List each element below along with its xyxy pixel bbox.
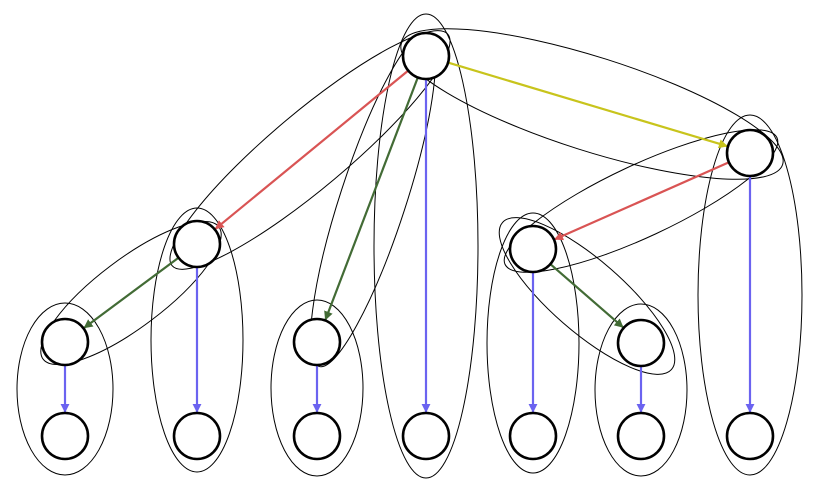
node-bottom-5 <box>508 411 558 461</box>
group-ellipses <box>16 13 803 479</box>
node-root <box>401 31 451 81</box>
group-ellipse-rightmid-bottom5 <box>486 212 580 474</box>
node-left-mid <box>172 219 222 269</box>
edge-root-to-left-mid <box>214 69 409 230</box>
group-ellipse-rightinner-bottom6 <box>594 303 688 477</box>
group-ellipse-root-leftmid <box>169 30 451 270</box>
edge-right-mid-to-right-inner <box>549 263 624 329</box>
group-ellipse-leftmid-bottom2 <box>150 207 244 473</box>
nodes <box>40 31 775 461</box>
edge-root-to-center-mid <box>324 77 419 321</box>
node-right <box>725 128 775 178</box>
group-ellipse-farleft-bottom1 <box>16 302 114 476</box>
edge-left-mid-to-far-left <box>83 256 180 329</box>
group-ellipse-rightmid-rightinner <box>498 217 676 375</box>
node-bottom-1 <box>40 411 90 461</box>
node-right-mid <box>508 224 558 274</box>
node-far-left <box>40 317 90 367</box>
group-ellipse-right-bottom7 <box>697 114 803 476</box>
group-ellipse-root-right <box>400 28 784 180</box>
edges <box>60 61 755 413</box>
node-right-inner <box>616 318 666 368</box>
group-ellipse-right-rightmid <box>503 129 779 273</box>
node-bottom-2 <box>172 411 222 461</box>
node-bottom-3 <box>292 411 342 461</box>
group-ellipse-root-bottom4 <box>373 13 479 479</box>
node-bottom-6 <box>616 411 666 461</box>
node-center-mid <box>292 317 342 367</box>
edge-root-to-right <box>447 61 728 149</box>
group-ellipse-centermid-bottom3 <box>270 299 364 477</box>
edge-right-to-right-mid <box>554 161 730 241</box>
node-bottom-4 <box>401 411 451 461</box>
node-bottom-7 <box>725 411 775 461</box>
